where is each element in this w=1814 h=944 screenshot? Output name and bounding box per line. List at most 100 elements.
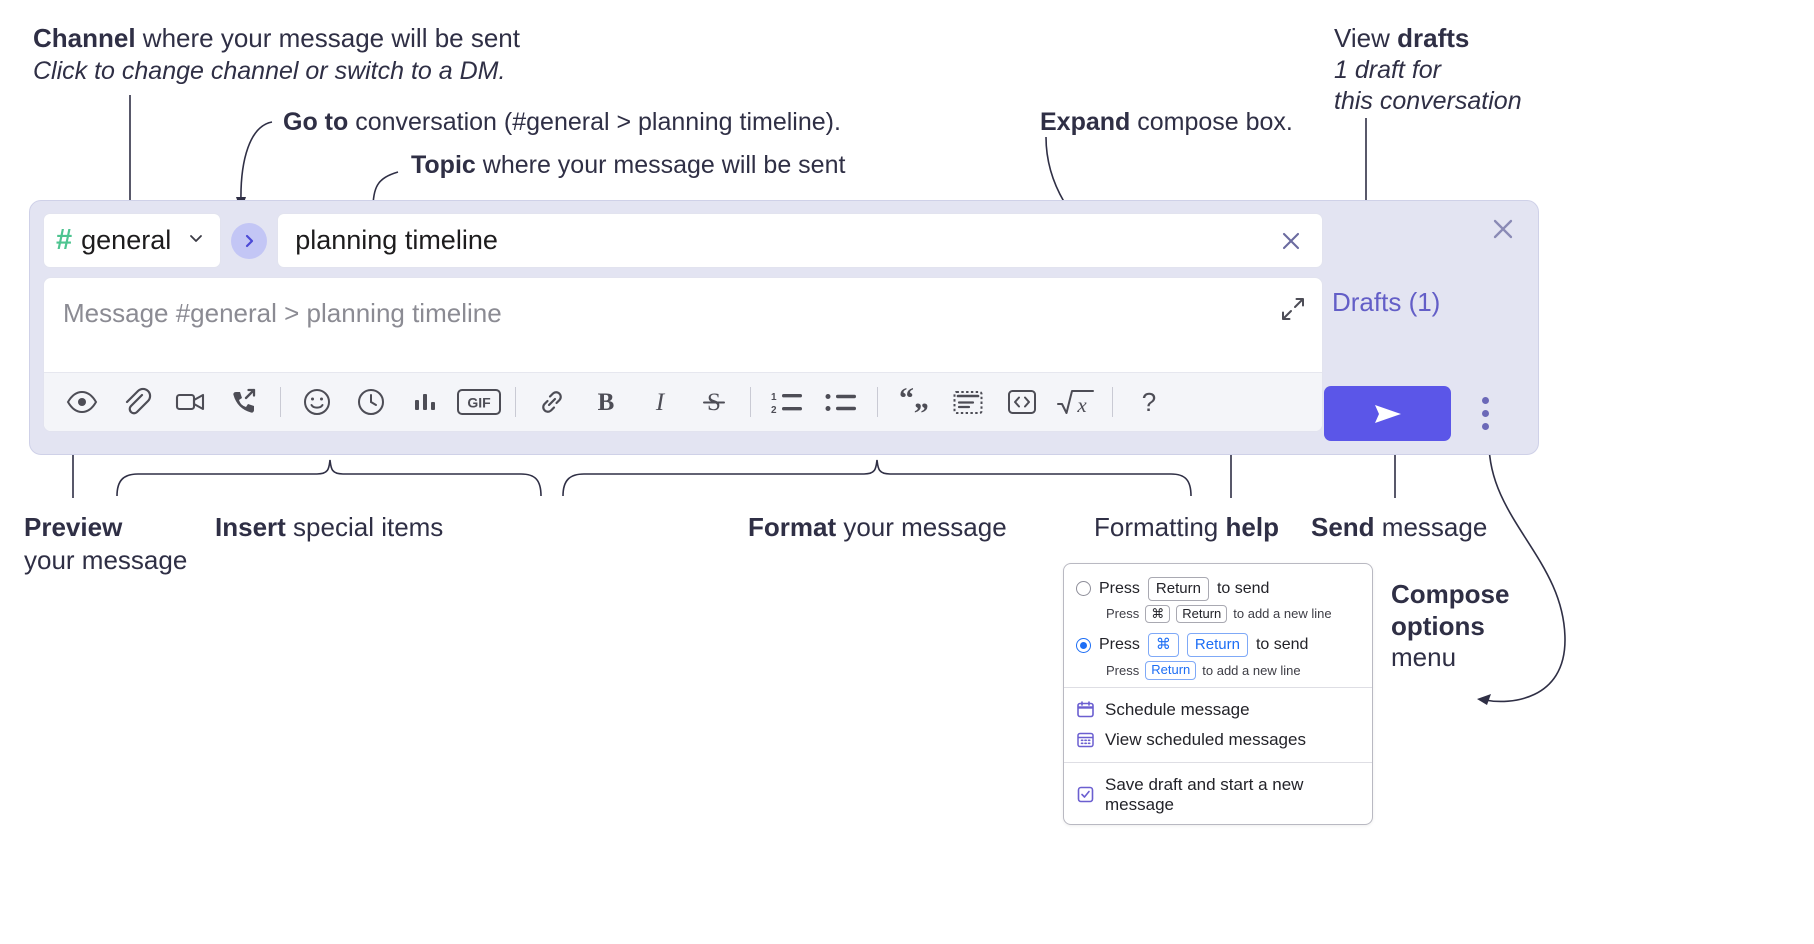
annotation-insert: Insert special items [215, 511, 443, 544]
help-glyph: ? [1142, 387, 1156, 417]
annotation-topic: Topic where your message will be sent [411, 149, 845, 181]
send-button[interactable] [1324, 386, 1451, 441]
menu-item-view-scheduled-messages[interactable]: View scheduled messages [1064, 725, 1372, 755]
message-input-area[interactable]: Message #general > planning timeline [43, 277, 1323, 432]
annotation-channel-title: Channel where your message will be sent [33, 22, 520, 55]
compose-options-menu-button[interactable] [1470, 387, 1500, 439]
annotation-expand: Expand compose box. [1040, 106, 1293, 138]
annotation-topic-bold: Topic [411, 151, 476, 179]
toolbar-divider [280, 387, 281, 417]
bold-icon[interactable]: B [579, 380, 633, 424]
menu-item-save-draft[interactable]: Save draft and start a new message [1064, 770, 1372, 820]
opt2-post: to send [1255, 636, 1309, 654]
annotation-send-rest: message [1374, 512, 1488, 542]
compose-widget: # general planning timeline M [29, 200, 1539, 455]
channel-name: general [81, 225, 172, 255]
preview-icon[interactable] [55, 380, 109, 424]
math-icon[interactable]: x [1049, 380, 1103, 424]
annotation-send-bold: Send [1311, 512, 1375, 542]
svg-text:1: 1 [771, 392, 777, 403]
code-icon[interactable] [995, 380, 1049, 424]
kebab-dot [1481, 409, 1489, 417]
toolbar-divider [515, 387, 516, 417]
menu-divider [1064, 686, 1372, 688]
svg-text:x: x [1076, 393, 1087, 417]
strikethrough-icon[interactable]: S [687, 380, 741, 424]
call-forward-icon[interactable] [217, 380, 271, 424]
calendar-grid-icon [1076, 730, 1095, 749]
topic-value: planning timeline [295, 225, 498, 255]
svg-text:B: B [598, 389, 615, 416]
toolbar-divider [877, 387, 878, 417]
video-icon[interactable] [163, 380, 217, 424]
radio-return-to-send[interactable] [1076, 581, 1091, 597]
annotation-help: Formatting help [1094, 511, 1279, 544]
compose-right-column: Drafts (1) [1322, 201, 1538, 454]
link-icon[interactable] [525, 380, 579, 424]
kebab-dot [1481, 422, 1489, 430]
radio-cmd-return-to-send[interactable] [1076, 637, 1091, 653]
opt1-post: to send [1216, 579, 1270, 597]
formatting-toolbar: GIF B I [44, 372, 1322, 431]
hash-icon: # [56, 224, 73, 256]
chevron-down-icon [186, 228, 206, 253]
code-block-icon[interactable] [941, 380, 995, 424]
clock-icon[interactable] [344, 380, 398, 424]
annotation-drafts-line3: this conversation [1334, 85, 1522, 117]
opt1-sub-key-return: Return [1176, 604, 1228, 624]
send-option-2-sub: Press Return to add a new line [1106, 660, 1360, 680]
send-option-2[interactable]: Press ⌘ Return to send Press Return to a… [1064, 630, 1372, 680]
poll-icon[interactable] [398, 380, 452, 424]
blockquote-icon[interactable]: “„ [887, 380, 941, 424]
send-option-2-main: Press ⌘ Return to send [1076, 633, 1360, 657]
annotation-channel-sub-text: Click to change channel or switch to a D… [33, 57, 506, 85]
svg-text:GIF: GIF [467, 395, 491, 411]
menu-item-schedule-message[interactable]: Schedule message [1064, 695, 1372, 725]
ordered-list-icon[interactable]: 1 2 [760, 380, 814, 424]
annotation-insert-bold: Insert [215, 512, 286, 542]
svg-text:2: 2 [771, 405, 777, 416]
channel-selector[interactable]: # general [43, 213, 222, 268]
annotation-send: Send message [1311, 511, 1487, 544]
toolbar-divider [750, 387, 751, 417]
close-icon[interactable] [1274, 224, 1308, 258]
goto-conversation-button[interactable] [231, 222, 268, 259]
topic-input[interactable]: planning timeline [277, 213, 1323, 268]
menu-item-label: Schedule message [1105, 699, 1250, 719]
opt2-pre: Press [1099, 636, 1140, 654]
save-draft-icon [1076, 785, 1095, 804]
emoji-icon[interactable] [290, 380, 344, 424]
annotation-drafts-pre: View [1334, 23, 1398, 53]
attachment-icon[interactable] [109, 380, 163, 424]
annotation-compose-opts-l3: menu [1391, 642, 1457, 672]
annotation-drafts-line2: 1 draft for [1334, 54, 1441, 86]
opt2-sub-pre: Press [1106, 662, 1140, 678]
italic-icon[interactable]: I [633, 380, 687, 424]
annotation-goto: Go to conversation (#general > planning … [283, 106, 841, 138]
annotation-channel-sub: Click to change channel or switch to a D… [33, 55, 505, 87]
gif-icon[interactable]: GIF [452, 380, 506, 424]
annotation-drafts-title: View drafts [1334, 22, 1469, 55]
annotation-format-rest: your message [836, 512, 1007, 542]
annotation-goto-bold: Go to [283, 108, 349, 136]
annotation-drafts-bold: drafts [1397, 23, 1470, 53]
send-option-1-main: Press Return to send [1076, 577, 1360, 601]
opt1-pre: Press [1099, 579, 1140, 597]
annotation-preview-line1: Preview [24, 511, 122, 544]
menu-item-label: Save draft and start a new message [1105, 774, 1304, 814]
help-icon[interactable]: ? [1122, 380, 1176, 424]
bullet-list-icon[interactable] [814, 380, 868, 424]
opt2-key-return: Return [1186, 633, 1248, 657]
svg-text:“„: “„ [899, 386, 929, 415]
expand-icon[interactable] [1278, 294, 1308, 329]
svg-text:I: I [655, 389, 666, 416]
send-option-1[interactable]: Press Return to send Press ⌘ Return to a… [1064, 574, 1372, 624]
opt2-sub-key-return: Return [1145, 660, 1197, 680]
drafts-link[interactable]: Drafts (1) [1332, 287, 1441, 317]
annotation-drafts-line3-text: this conversation [1334, 87, 1522, 115]
annotation-format: Format your message [748, 511, 1007, 544]
close-compose-icon[interactable] [1484, 210, 1522, 248]
menu-divider [1064, 761, 1372, 763]
